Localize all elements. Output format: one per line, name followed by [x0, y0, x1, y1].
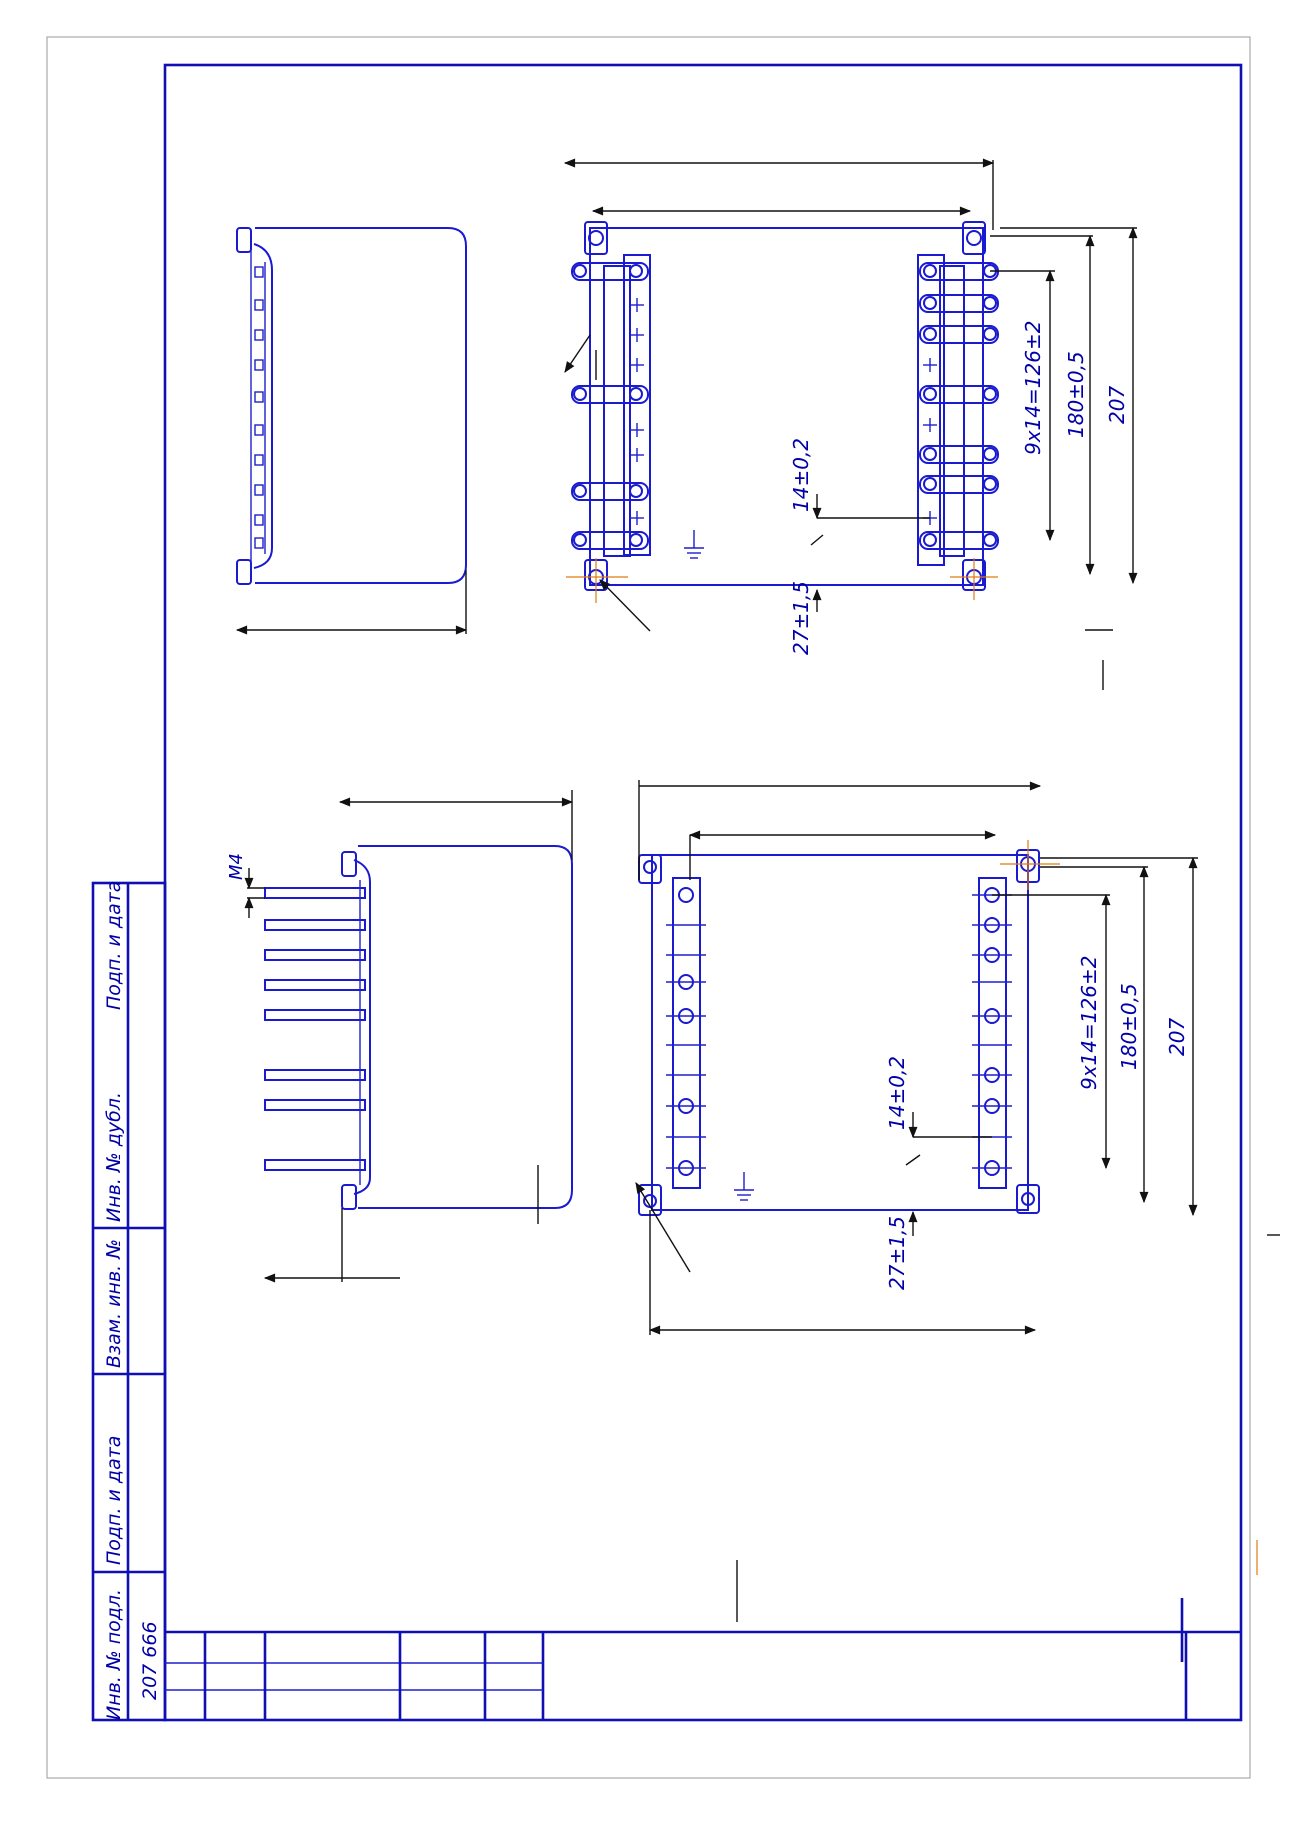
stamp-sign-date-label-2: Подп. и дата [103, 881, 125, 1010]
top-front-view: 9x14=126±2 180±0,5 207 14±0,2 27±1,5 [563, 158, 1138, 690]
dim-bottom-pitch: 9x14=126±2 [1077, 956, 1101, 1090]
ground-symbol [684, 530, 704, 559]
stamp-dup-inv-label: Инв. № дубл. [103, 1092, 125, 1222]
ground-symbol-2 [734, 1172, 754, 1201]
stamp-replaced-inv-label: Взам. инв. № [103, 1239, 125, 1368]
sheet-outer-border [46, 36, 1251, 1779]
stamp-sign-date-label-1: Подп. и дата [103, 1436, 125, 1565]
dim-top-27: 27±1,5 [789, 581, 813, 655]
title-block [165, 1598, 1241, 1720]
dim-top-180: 180±0,5 [1064, 351, 1088, 438]
dim-bottom-207: 207 [1165, 1018, 1189, 1056]
dim-top-207: 207 [1105, 386, 1129, 424]
top-side-view [235, 227, 468, 635]
drawing-frame [163, 63, 1243, 1722]
thread-label-m4: M4 [226, 853, 247, 880]
dim-top-pitch: 9x14=126±2 [1021, 321, 1045, 455]
bottom-side-view: M4 [226, 790, 574, 1283]
dim-bottom-14: 14±0,2 [885, 1056, 909, 1130]
inventory-number: 207 666 [139, 1621, 161, 1700]
dim-bottom-27: 27±1,5 [885, 1216, 909, 1290]
bottom-front-view: 9x14=126±2 180±0,5 207 14±0,2 27±1,5 [635, 780, 1198, 1335]
dim-top-14: 14±0,2 [789, 438, 813, 512]
stamp-inv-orig-label: Инв. № подл. [103, 1589, 125, 1720]
left-stamp-column: Инв. № подл. Подп. и дата Взам. инв. № И… [91, 881, 167, 1722]
dim-bottom-180: 180±0,5 [1117, 983, 1141, 1070]
